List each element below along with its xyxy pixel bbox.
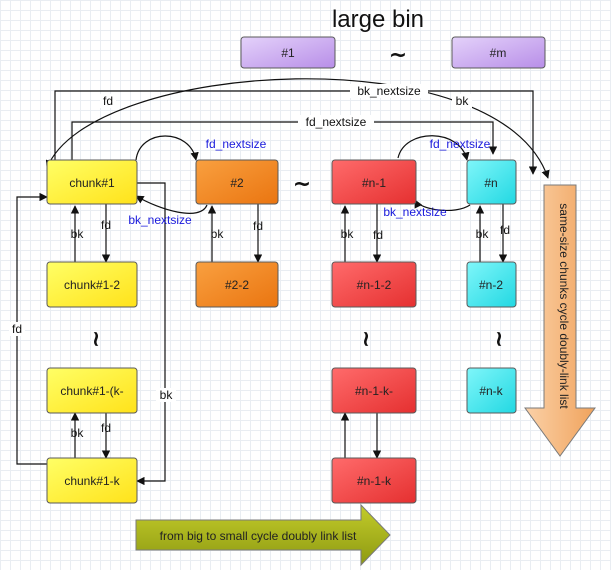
chunk-c1-k1-label: chunk#1-(k-	[60, 384, 123, 398]
edge-c2-c1-bk-nextsize	[135, 195, 208, 214]
same-size-cycle-label: same-size chunks cycle doubly-link list	[557, 203, 571, 409]
c1-vertical-separator: ~	[83, 330, 108, 348]
chunk-c2-2-label: #2-2	[225, 278, 249, 292]
loop-bk-nextsize-outer	[50, 90, 538, 175]
cn-vertical-separator: ~	[486, 330, 511, 348]
edge-cn1-cn-fd-nextsize	[397, 135, 470, 161]
cn1-col-bk-label: bk	[341, 227, 355, 241]
chunk-c1-k1	[46, 367, 138, 414]
bin-label-1: #1	[281, 46, 295, 60]
chunk-c2	[195, 159, 279, 205]
c1-col-bk-label: bk	[71, 227, 85, 241]
cn1-vertical-separator: ~	[353, 330, 378, 348]
bin-separator: ~	[389, 43, 407, 68]
c2-col-bk-label: bk	[211, 227, 225, 241]
c1-k-fd-label: fd	[101, 421, 111, 435]
chunk-cn-2-label: #n-2	[479, 278, 503, 292]
chunk-c1-2	[46, 261, 138, 308]
chunk-cn-2	[466, 261, 517, 308]
cn-col-bk-label: bk	[476, 227, 490, 241]
chunk-c1-k	[46, 457, 138, 504]
chunk-c1	[46, 159, 138, 205]
c1-loop-bk	[136, 182, 166, 486]
chunk-cn-k	[466, 367, 517, 414]
edge-label-inner-fd-nextsize: fd_nextsize	[306, 115, 367, 129]
chunk-cn-label: #n	[484, 176, 497, 190]
c1-loop-bk-label: bk	[160, 388, 174, 402]
edge-label-cn-cn1-bk-nextsize: bk_nextsize	[383, 205, 447, 219]
edge-label-c2-c1-bk-nextsize: bk_nextsize	[128, 213, 192, 227]
cn1-col-fd-label: fd	[373, 228, 383, 242]
chunk-c2-2	[195, 261, 279, 308]
bin-box-m	[451, 36, 546, 69]
c2-col-fd-label: fd	[253, 219, 263, 233]
diagram-title: large bin	[332, 6, 424, 33]
chunk-cn1-label: #n-1	[362, 176, 386, 190]
big-to-small-cycle-label: from big to small cycle doubly link list	[160, 529, 357, 543]
chunk-cn1-k1-label: #n-1-k-	[355, 384, 393, 398]
edge-label-arc-fd: fd	[103, 94, 113, 108]
c1-loop-fd-label: fd	[12, 322, 22, 336]
chunk-c1-k-label: chunk#1-k	[64, 474, 120, 488]
c1-col-fd-label: fd	[101, 218, 111, 232]
cn-col-fd-label: fd	[500, 223, 510, 237]
chunk-horizontal-separator: ~	[293, 172, 311, 197]
chunk-c1-2-label: chunk#1-2	[64, 278, 120, 292]
big-to-small-cycle-arrow	[135, 503, 391, 567]
same-size-cycle-arrow	[524, 184, 596, 457]
edge-label-cn1-cn-fd-nextsize: fd_nextsize	[430, 137, 491, 151]
edge-label-c1-c2-fd-nextsize: fd_nextsize	[206, 137, 267, 151]
edge-cn-cn1-bk-nextsize	[414, 199, 471, 211]
edge-label-arc-bk: bk	[456, 94, 470, 108]
chunk-cn	[466, 159, 517, 205]
bin-box-1	[240, 36, 336, 69]
chunk-cn1-k	[331, 457, 417, 504]
c1-k-bk-label: bk	[71, 426, 85, 440]
chunk-c2-label: #2	[230, 176, 244, 190]
chunk-c1-label: chunk#1	[69, 176, 115, 190]
chunk-cn1-k1	[331, 367, 417, 414]
arc-fd-bk	[45, 78, 550, 179]
edge-label-outer-bk-nextsize: bk_nextsize	[357, 84, 421, 98]
chunk-cn-k-label: #n-k	[479, 384, 503, 398]
chunk-cn1-2	[331, 261, 417, 308]
bin-label-m: #m	[490, 46, 507, 60]
chunk-cn1-k-label: #n-1-k	[357, 474, 392, 488]
chunk-cn1-2-label: #n-1-2	[357, 278, 392, 292]
chunk-cn1	[331, 159, 417, 205]
loop-fd-nextsize-inner	[67, 121, 498, 175]
edge-c1-c2-fd-nextsize	[135, 135, 199, 161]
